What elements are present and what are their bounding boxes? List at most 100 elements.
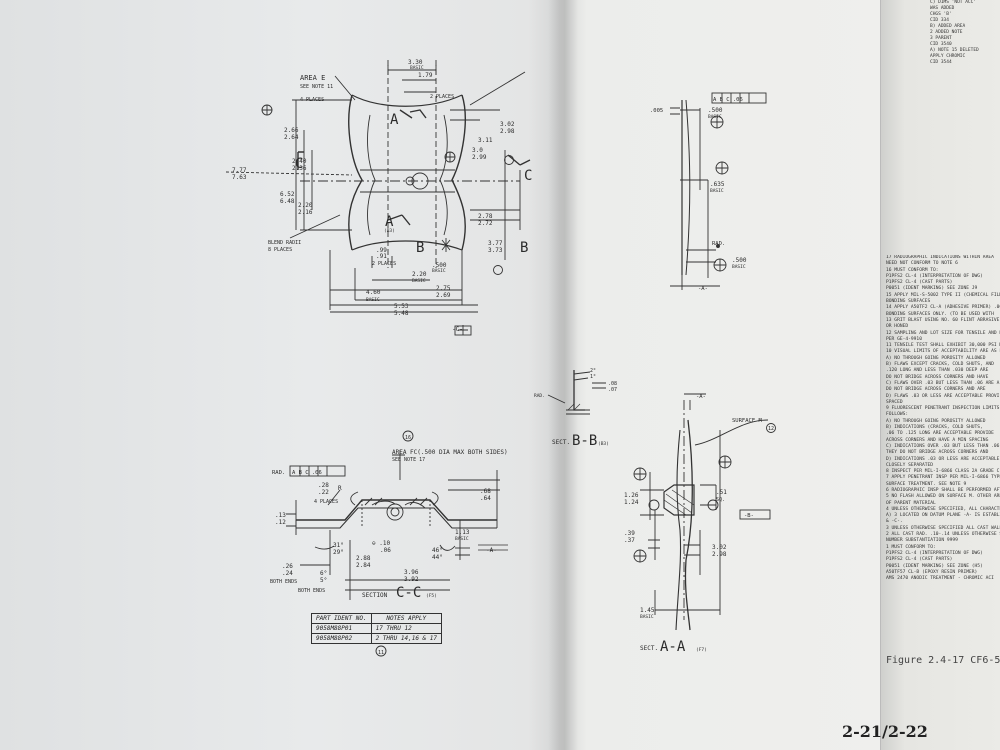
dim-26: .26 bbox=[282, 563, 293, 570]
label-both-ends-b: BOTH ENDS bbox=[298, 588, 325, 594]
section-aa-view bbox=[633, 393, 776, 631]
dim-272: 2.72 bbox=[478, 220, 493, 227]
revision-line: CID 3540 bbox=[930, 42, 952, 47]
ref-a-bottom: A bbox=[385, 214, 394, 230]
aa-302: 3.02 bbox=[712, 544, 727, 551]
right-page bbox=[560, 0, 890, 750]
datum-c: -C- bbox=[452, 326, 463, 333]
aa-37: .37 bbox=[624, 537, 635, 544]
dim-220-basic: BASIC bbox=[412, 278, 426, 284]
note-line: C) INDICATIONS OVER .03 BUT LESS THAN .0… bbox=[886, 443, 1000, 449]
dim-763: 7.63 bbox=[232, 174, 247, 181]
dim-777: 7.77 bbox=[232, 167, 247, 174]
dim-278: 2.78 bbox=[478, 213, 493, 220]
dim-460-basic: BASIC bbox=[366, 297, 380, 303]
revision-block: C) DIMS 'NOT ACC' WAS ADDED CHGS 'B' CID… bbox=[930, 0, 1000, 66]
note-line: 11 TENSILE TEST SHALL EXHIBIT 30,000 PSI… bbox=[886, 343, 1000, 349]
dim-275: 2.75 bbox=[436, 285, 451, 292]
page-number: 2-21/2-22 bbox=[842, 722, 928, 741]
ref-c-right: C bbox=[524, 168, 532, 184]
dim-298: 2.98 bbox=[500, 128, 515, 135]
bb-rad: RAD. bbox=[534, 393, 545, 399]
balloon-12: 12 bbox=[768, 426, 774, 432]
parts-header-notes: NOTES APPLY bbox=[370, 613, 443, 624]
rt-fcf: A B C .06 bbox=[713, 97, 743, 103]
dim-2-places: 2 PLACES bbox=[430, 94, 454, 100]
note-line: P0051 (IDENT MARKING) SEE ZONE J9 bbox=[886, 286, 978, 292]
dim-460: 4.60 bbox=[366, 289, 381, 296]
label-sect-aa: SECT. bbox=[640, 645, 658, 652]
note-line: BONDING SURFACES ONLY. (TO BE USED WITH bbox=[886, 311, 994, 317]
fcf-cc: A B C .06 bbox=[292, 470, 322, 476]
dim-330: 3.30 bbox=[408, 59, 423, 66]
note-line: NUMBER SUBSTANTIATION 9999 bbox=[886, 538, 958, 544]
note-line: 12 SAMPLING AND LOT SIZE FOR TENSILE AND… bbox=[886, 330, 1000, 336]
note-line: C) FLAWS OVER .03 BUT LESS THAN .06 ARE … bbox=[886, 380, 1000, 386]
label-section-cc: SECTION bbox=[362, 592, 388, 599]
label-cc-ref: (F5) bbox=[426, 593, 437, 599]
dim-06: .06 bbox=[380, 547, 391, 554]
note-line: SPACED bbox=[886, 399, 903, 405]
label-aa-ref: (F7) bbox=[696, 647, 707, 653]
dim-13: .13 bbox=[275, 512, 286, 519]
note-line: 6 RADIOGRAPHIC INSP SHALL BE PERFORMED A… bbox=[886, 487, 1000, 493]
parts-table-header: PART IDENT NO. NOTES APPLY bbox=[311, 613, 443, 624]
note-line: D) FLAWS .03 OR LESS ARE ACCEPTABLE PROV… bbox=[886, 393, 1000, 399]
note-line: OR HONED bbox=[886, 324, 909, 330]
label-8-places: 8 PLACES bbox=[268, 247, 292, 253]
dim-220: 2.20 bbox=[412, 271, 427, 278]
revision-line: A) NOTE 15 DELETED bbox=[930, 48, 979, 53]
dim-299: 2.99 bbox=[472, 154, 487, 161]
parts-cell: 9058M88P01 bbox=[311, 623, 372, 634]
note-line: B) FLAWS EXCEPT CRACKS, COLD SHUTS, AND bbox=[886, 362, 994, 368]
note-line: 15 APPLY MIL-S-5002 TYPE II (CHEMICAL FI… bbox=[886, 292, 1000, 298]
dim-68: .68 bbox=[480, 488, 491, 495]
dim-179: 1.79 bbox=[418, 72, 433, 79]
label-area-e: AREA E bbox=[300, 74, 325, 82]
back-page bbox=[880, 0, 1000, 750]
dim-6deg: 6° bbox=[320, 570, 327, 577]
dim-10: ⊖ .10 bbox=[372, 540, 390, 547]
note-line: AMS 2470 ANODIC TREATMENT - CHROMIC ACI bbox=[886, 576, 994, 582]
ref-b-right: B bbox=[520, 240, 528, 256]
dim-330-basic: BASIC bbox=[410, 65, 424, 71]
aa-basic: BASIC bbox=[640, 614, 654, 620]
dim-284: 2.84 bbox=[356, 562, 371, 569]
aa-126: 1.26 bbox=[624, 492, 639, 499]
label-see-note-11: SEE NOTE 11 bbox=[300, 84, 333, 90]
dim-22: .22 bbox=[318, 489, 329, 496]
dim-392: 3.92 bbox=[404, 576, 419, 583]
note-line: P0051 (IDENT MARKING) SEE ZONE (H5) bbox=[886, 563, 983, 569]
note-line: D) INDICATIONS .03 OR LESS ARE ACCEPTABL… bbox=[886, 456, 1000, 462]
aa-39: .39 bbox=[624, 530, 635, 537]
ref-a-top: A bbox=[390, 112, 399, 128]
note-line: 2 ALL CAST RAD. .10-.14 UNLESS OTHERWISE… bbox=[886, 532, 1000, 538]
dim-28: .28 bbox=[318, 482, 329, 489]
dim-91: .91 bbox=[376, 253, 387, 260]
revision-line: B) ADDED AREA bbox=[930, 24, 966, 29]
datum-a-cc: -A- bbox=[486, 547, 497, 554]
label-aa-letters: A-A bbox=[660, 639, 686, 655]
section-bb-view bbox=[547, 370, 606, 415]
rt-500b: .500 bbox=[732, 257, 747, 264]
revision-line: CID 3544 bbox=[930, 60, 952, 65]
note-line: A) NO THROUGH GOING POROSITY ALLOWED bbox=[886, 355, 986, 361]
note-line: CLOSELY SEPARATED bbox=[886, 462, 934, 468]
note-line: DO NOT BRIDGE ACROSS CORNERS AND ARE bbox=[886, 387, 986, 393]
label-bb-letters: B-B bbox=[572, 433, 597, 449]
dim-29deg: 29° bbox=[333, 549, 344, 556]
aa-298: 2.98 bbox=[712, 551, 727, 558]
drawing-notes: 17 RADIOGRAPHIC INDICATIONS WITHIN AREA … bbox=[886, 255, 1000, 645]
revision-line: WAS ADDED bbox=[930, 6, 955, 11]
revision-line: CID 334 bbox=[930, 18, 949, 23]
ref-bb-note: (B3) bbox=[384, 228, 395, 234]
dim-236: 2.36 bbox=[292, 165, 307, 172]
dim-220a: 2.20 bbox=[298, 202, 313, 209]
dim-99: .99 bbox=[376, 247, 387, 254]
aa-124: 1.24 bbox=[624, 499, 639, 506]
note-line: & -C-. bbox=[886, 519, 903, 525]
aa-datum-a: -A- bbox=[696, 394, 706, 400]
label-see-note-17: SEE NOTE 17 bbox=[392, 457, 425, 463]
rt-basic: BASIC bbox=[708, 114, 722, 120]
note-line: BONDING SURFACES bbox=[886, 299, 931, 305]
